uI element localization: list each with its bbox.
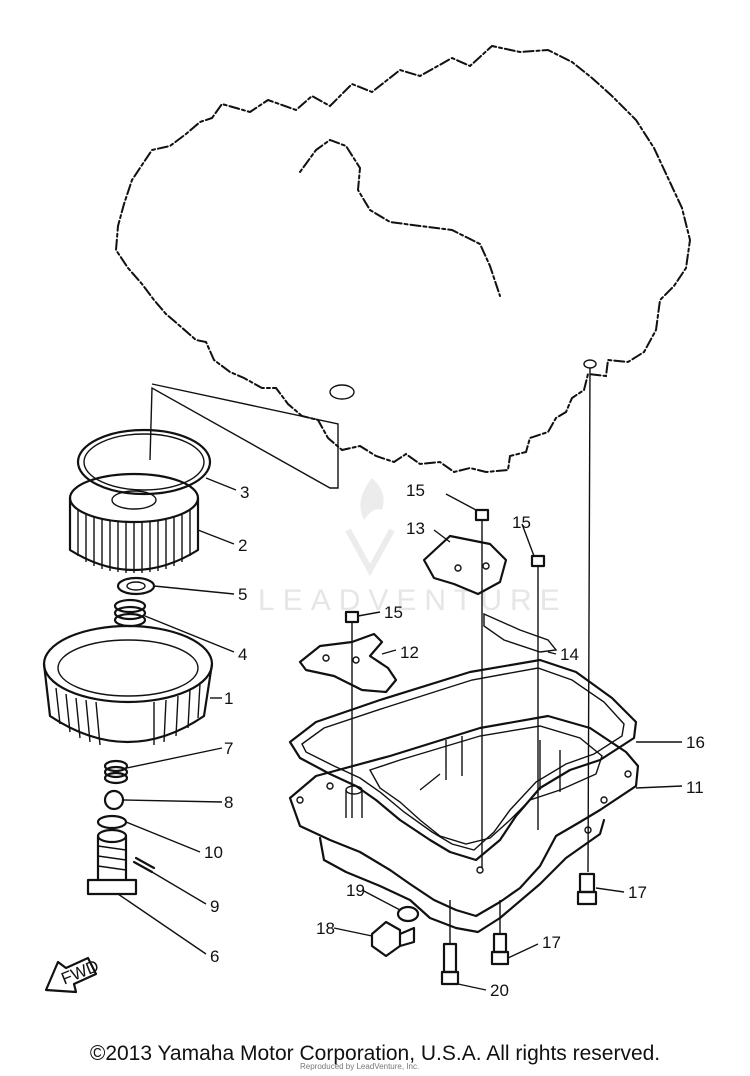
fwd-label: FWD xyxy=(58,956,101,988)
part-1-filter-cover xyxy=(42,624,214,746)
callout-11: 11 xyxy=(686,778,704,797)
callout-4: 4 xyxy=(238,645,247,664)
part-18-drain-bolt xyxy=(370,920,416,958)
part-7-spring xyxy=(103,759,129,785)
part-3-o-ring-inner xyxy=(83,433,205,491)
callout-7: 7 xyxy=(224,739,233,758)
callout-15-top: 15 xyxy=(406,481,425,500)
part-2-oil-filter xyxy=(68,472,200,573)
callout-17-bottom: 17 xyxy=(542,933,561,952)
part-17-bolt-right xyxy=(576,872,598,906)
copyright-notice: ©2013 Yamaha Motor Corporation, U.S.A. A… xyxy=(89,1042,661,1065)
callout-9: 9 xyxy=(210,897,219,916)
watermark: LEADVENTURE xyxy=(258,478,568,617)
bolt-17-axis-line xyxy=(587,367,591,873)
callout-19: 19 xyxy=(346,881,365,900)
part-8-ball xyxy=(103,789,125,811)
callout-6: 6 xyxy=(210,947,219,966)
callout-20: 20 xyxy=(490,981,509,1000)
part-12-bracket xyxy=(298,632,398,694)
engine-bolt-hole xyxy=(583,359,597,369)
part-14-plate xyxy=(483,612,558,653)
part-11-oil-pan xyxy=(288,714,640,934)
callout-10: 10 xyxy=(204,843,223,862)
engine-oil-port xyxy=(329,384,355,400)
leader-lines xyxy=(117,477,683,991)
callout-12: 12 xyxy=(400,643,419,662)
part-10-o-ring xyxy=(96,814,128,830)
part-15-bolt-top xyxy=(474,508,490,868)
part-20-bolt xyxy=(440,900,460,986)
callout-18: 18 xyxy=(316,919,335,938)
part-19-washer xyxy=(396,905,420,923)
callout-15-right: 15 xyxy=(512,513,531,532)
callout-2: 2 xyxy=(238,536,247,555)
part-4-spring xyxy=(113,598,147,628)
engine-inner-line xyxy=(299,138,501,297)
callout-13: 13 xyxy=(406,519,425,538)
callout-14: 14 xyxy=(560,645,579,664)
filter-bracket-line xyxy=(149,383,339,489)
fwd-arrow-icon: FWD xyxy=(44,956,101,994)
part-17-bolt-bottom xyxy=(490,900,510,966)
part-9-screw xyxy=(132,856,156,874)
part-13-bracket xyxy=(422,534,508,596)
callout-numbers: 3 2 5 4 1 7 8 10 9 6 15 13 15 15 12 14 1… xyxy=(204,481,705,1000)
part-16-gasket xyxy=(288,658,638,862)
callout-5: 5 xyxy=(238,585,247,604)
callout-16: 16 xyxy=(686,733,705,752)
engine-block-outline xyxy=(114,44,692,474)
callout-3: 3 xyxy=(240,483,249,502)
callout-1: 1 xyxy=(224,689,233,708)
part-6-union-bolt xyxy=(86,828,138,896)
part-3-o-ring xyxy=(76,428,212,496)
reproduction-note: Reproduced by LeadVenture, Inc. xyxy=(300,1062,420,1071)
watermark-text: LEADVENTURE xyxy=(258,584,568,617)
part-15-bolt-right xyxy=(530,554,546,830)
callout-15-left: 15 xyxy=(384,603,403,622)
callout-17-right: 17 xyxy=(628,883,647,902)
callout-8: 8 xyxy=(224,793,233,812)
part-5-washer xyxy=(116,576,156,596)
